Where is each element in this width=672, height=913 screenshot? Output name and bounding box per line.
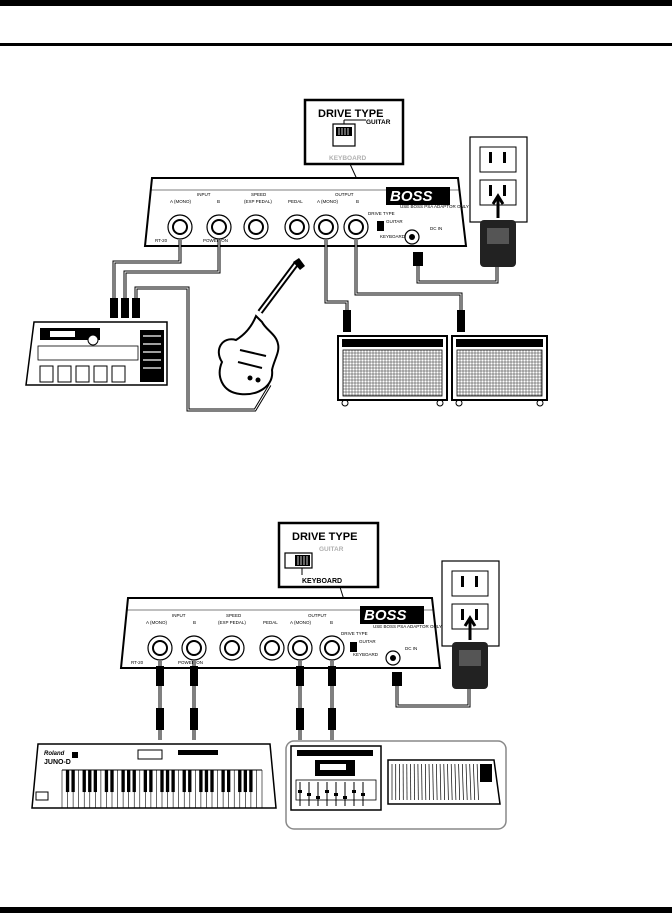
input-a-label: A (MONO) <box>170 199 192 204</box>
diagram-guitar-setup: DRIVE TYPE GUITAR KEYBOARD INPUT A (MONO… <box>25 98 548 412</box>
model-label: RT-20 <box>131 660 144 665</box>
multitrack-recorder <box>290 745 382 811</box>
drive-type-callout-keyboard: DRIVE TYPE GUITAR KEYBOARD <box>277 521 380 630</box>
input-label: INPUT <box>197 192 211 197</box>
input-label: INPUT <box>172 613 186 618</box>
dc-in-label: DC IN <box>430 226 442 231</box>
output-a-jack <box>313 214 339 240</box>
output-label: OUTPUT <box>335 192 354 197</box>
output-b-label: B <box>356 199 359 204</box>
top-rule <box>0 0 672 6</box>
speed-sub-label: (EXP PEDAL) <box>244 199 272 204</box>
output-a-label: A (MONO) <box>317 199 339 204</box>
adaptor-label: USE BOSS PSA ADAPTOR ONLY <box>400 204 469 209</box>
pedal-label: PEDAL <box>288 199 303 204</box>
boss-logo-text: BOSS <box>364 607 407 624</box>
drive-type-label: DRIVE TYPE <box>368 211 395 216</box>
callout-option-keyboard: KEYBOARD <box>329 155 367 162</box>
header-rule <box>0 43 672 46</box>
drive-guitar-label: GUITAR <box>386 219 403 224</box>
output-label: OUTPUT <box>308 613 327 618</box>
adaptor-label: USE BOSS PSA ADAPTOR ONLY <box>373 624 442 629</box>
callout-option-keyboard: KEYBOARD <box>302 578 342 585</box>
drive-type-switch <box>377 221 384 231</box>
input-b-label: B <box>217 199 220 204</box>
callout-title: DRIVE TYPE <box>292 531 357 543</box>
input-cables-1 <box>110 240 272 412</box>
dc-in-label: DC IN <box>405 646 417 651</box>
input-b-label: B <box>193 620 196 625</box>
speed-jack <box>243 214 269 240</box>
keyboard-model: JUNO-D <box>44 759 71 766</box>
callout-option-guitar: GUITAR <box>319 546 344 553</box>
amp-grille-mesh-1 <box>343 350 542 396</box>
input-a-jack <box>167 214 193 240</box>
model-label: RT-20 <box>155 238 168 243</box>
drive-type-label: DRIVE TYPE <box>341 631 368 636</box>
bottom-rule <box>0 907 672 913</box>
input-b-jack <box>181 635 207 661</box>
input-b-jack <box>206 214 232 240</box>
callout-option-guitar: GUITAR <box>366 119 391 126</box>
pedal-unit-1: INPUT A (MONO) B SPEED (EXP PEDAL) PEDAL… <box>143 177 469 247</box>
ac-adaptor-1 <box>413 220 516 284</box>
speed-sub-label: (EXP PEDAL) <box>218 620 246 625</box>
electric-guitar <box>217 258 305 396</box>
callout-title: DRIVE TYPE <box>318 108 383 120</box>
keyboard-brand: Roland <box>44 751 65 757</box>
speed-label: SPEED <box>226 613 242 618</box>
amp-grille-b <box>456 349 543 397</box>
pedal-label: PEDAL <box>263 620 278 625</box>
keyboard-keys <box>61 769 263 808</box>
recorder-faders <box>298 782 365 806</box>
recorder-mixer-panel <box>285 740 507 830</box>
mixer-channel-strips <box>391 763 479 801</box>
drive-guitar-label: GUITAR <box>359 639 376 644</box>
drive-keyboard-label: KEYBOARD <box>353 652 379 657</box>
wall-outlet-1 <box>469 136 528 223</box>
output-b-label: B <box>330 620 333 625</box>
output-cables-1 <box>324 240 465 332</box>
wall-outlet-2 <box>441 560 500 647</box>
drive-keyboard-label: KEYBOARD <box>380 234 406 239</box>
input-a-label: A (MONO) <box>146 620 168 625</box>
speed-jack <box>219 635 245 661</box>
diagram-keyboard-setup: DRIVE TYPE GUITAR KEYBOARD INPUT A (MONO… <box>31 521 507 830</box>
output-a-label: A (MONO) <box>290 620 312 625</box>
boss-logo <box>360 606 424 624</box>
drive-type-switch <box>350 642 357 652</box>
boss-logo-text: BOSS <box>390 188 433 205</box>
amp-grille-a <box>342 349 443 397</box>
output-b-jack <box>343 214 369 240</box>
output-b-jack <box>319 635 345 661</box>
cables-2 <box>156 661 336 740</box>
power-label: POWER ON <box>178 660 203 665</box>
power-label: POWER ON <box>203 238 228 243</box>
ac-adaptor-2 <box>392 642 488 708</box>
drive-type-callout-guitar: DRIVE TYPE GUITAR KEYBOARD <box>303 98 405 213</box>
keyboard-synth: Roland JUNO-D <box>31 743 277 809</box>
output-a-jack <box>287 635 313 661</box>
multi-effects-processor <box>25 321 168 386</box>
pedal-unit-2: INPUT A (MONO) B SPEED (EXP PEDAL) PEDAL… <box>119 597 442 669</box>
speed-label: SPEED <box>251 192 267 197</box>
pedal-jack <box>259 635 285 661</box>
boss-logo <box>386 187 450 205</box>
input-a-jack <box>147 635 173 661</box>
pedal-jack <box>284 214 310 240</box>
